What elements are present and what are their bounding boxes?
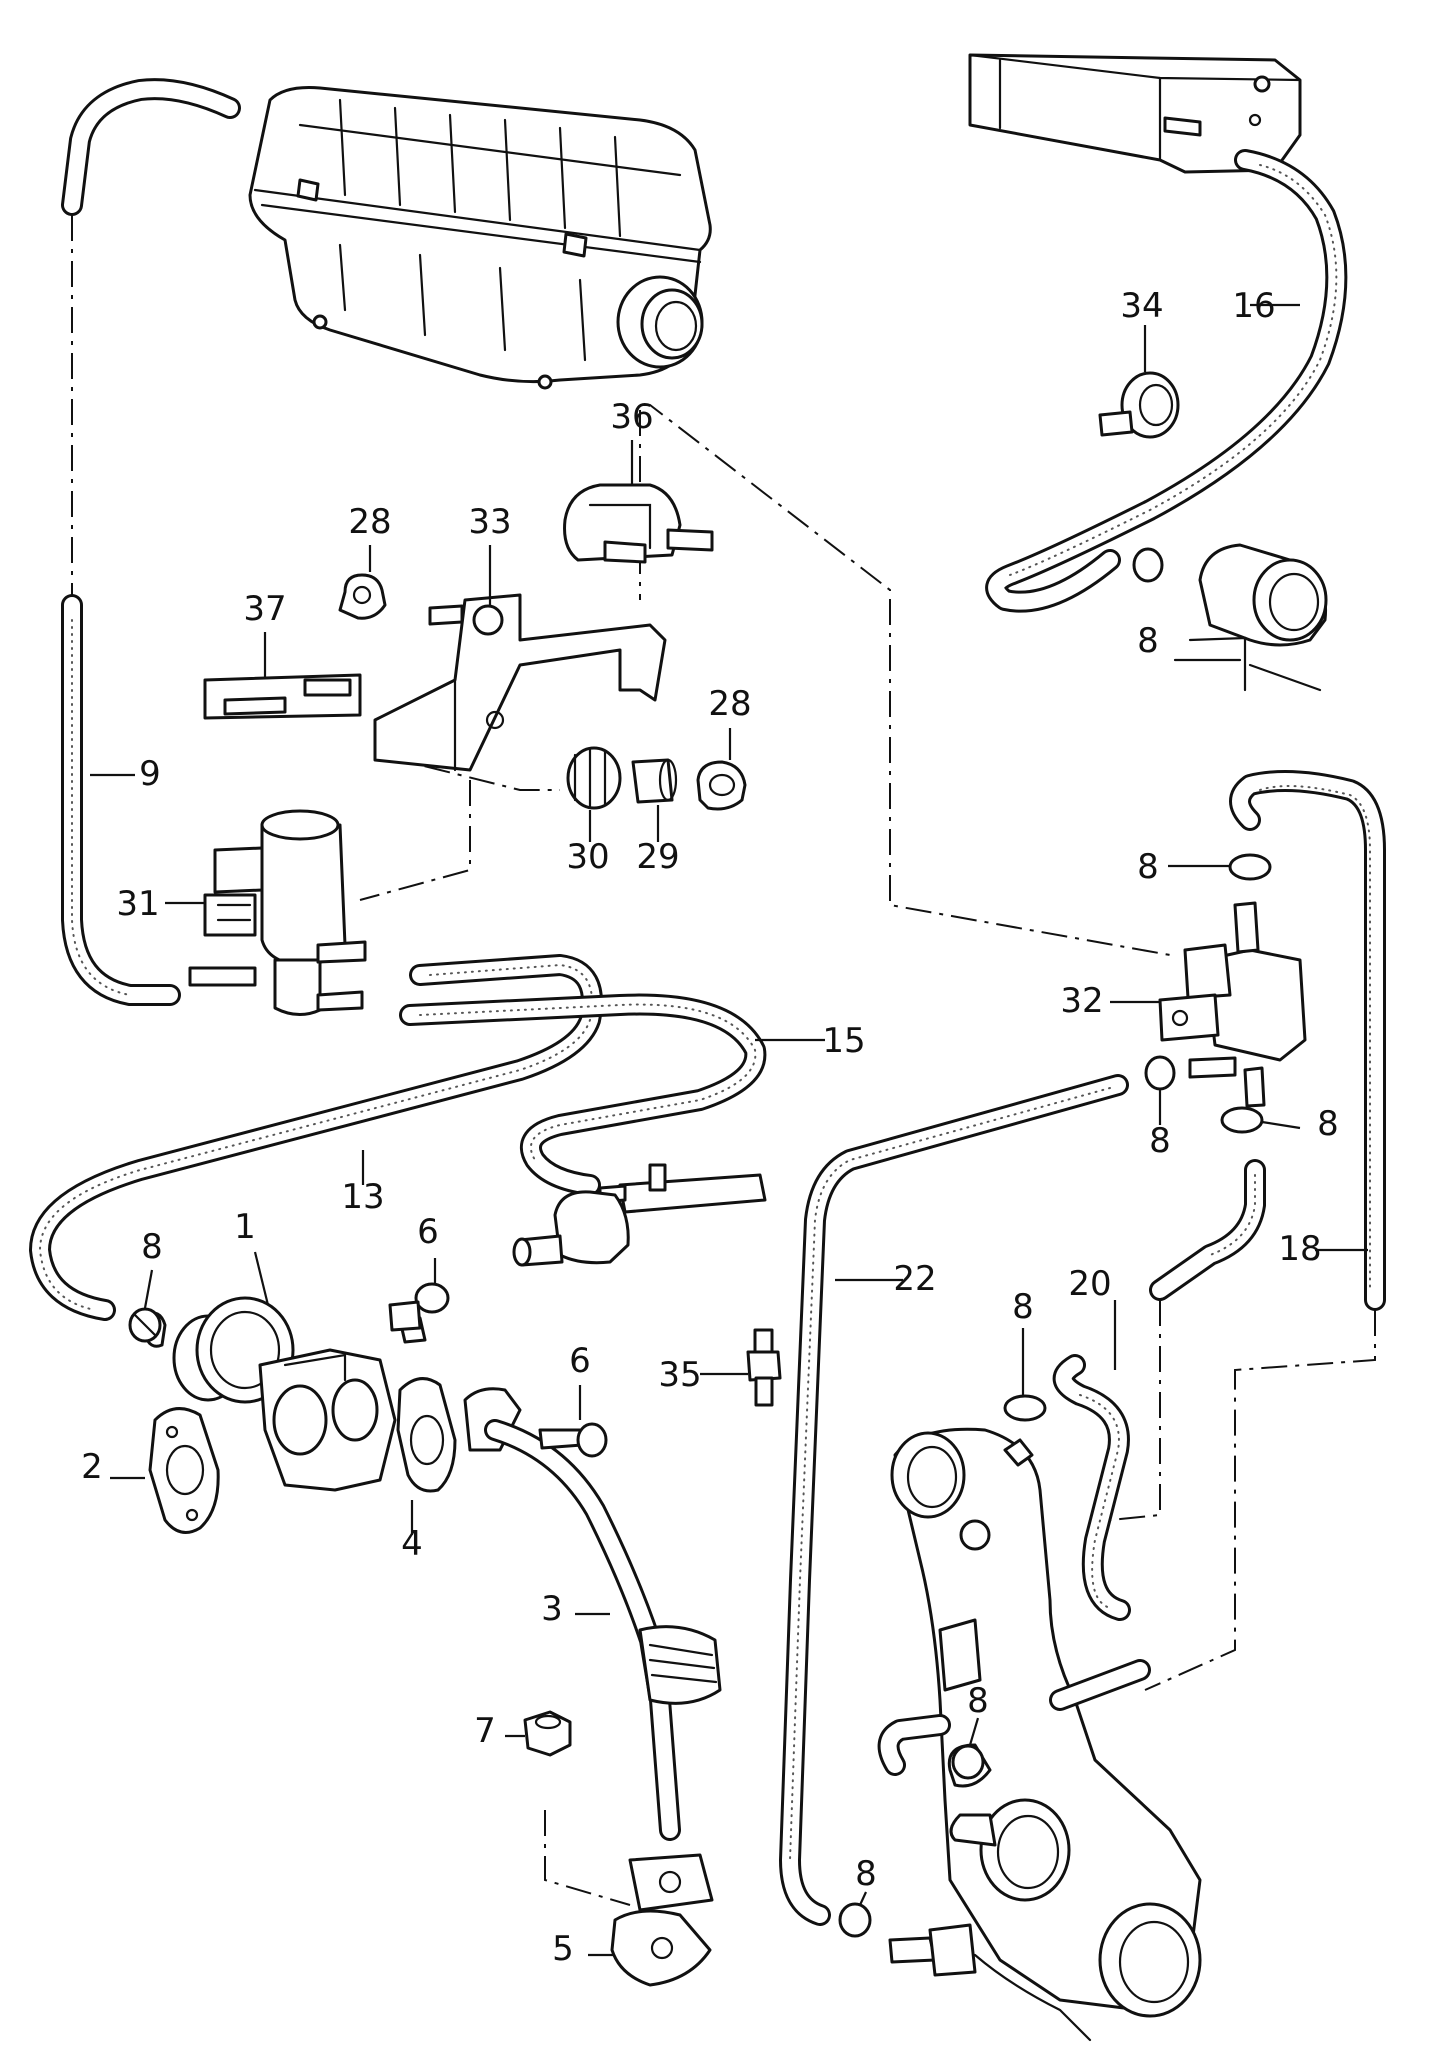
callout-c8f: 8	[1012, 1287, 1034, 1327]
part-32-valve	[1158, 901, 1307, 1108]
callout-c34: 34	[1120, 286, 1163, 326]
t-connector	[512, 1163, 767, 1267]
hose-16	[985, 149, 1348, 613]
callout-c8g: 8	[967, 1681, 989, 1721]
callout-c5: 5	[552, 1929, 574, 1969]
part-37-plate	[203, 673, 362, 720]
clamps-8-lower	[838, 1394, 1047, 1938]
part-36-bracket	[563, 483, 714, 564]
hose-15	[399, 993, 767, 1196]
callout-c33: 33	[468, 502, 511, 542]
callout-c4: 4	[401, 1524, 423, 1564]
clamp-8-egr	[128, 1307, 162, 1343]
part-28-bolts	[338, 573, 747, 811]
part-30-bushing	[566, 746, 622, 810]
leader-lines	[90, 303, 1368, 1957]
callout-c3: 3	[541, 1589, 563, 1629]
part-3-egr-pipe	[463, 1387, 722, 1912]
callout-c37: 37	[243, 589, 286, 629]
callout-c8c: 8	[1137, 847, 1159, 887]
air-filter-housing	[248, 86, 712, 390]
part-35-connector	[746, 1328, 782, 1407]
hose-18	[1229, 770, 1386, 1311]
part-5-gasket	[610, 1909, 712, 1987]
callout-c29: 29	[636, 837, 679, 877]
callout-c28a: 28	[348, 502, 391, 542]
callout-c8d: 8	[1149, 1121, 1171, 1161]
callout-c32: 32	[1060, 981, 1103, 1021]
callout-c20: 20	[1068, 1264, 1111, 1304]
hose-13	[29, 954, 603, 1321]
callout-c8e: 8	[1317, 1104, 1339, 1144]
part-34-valve	[1098, 371, 1180, 439]
callout-c22: 22	[893, 1259, 936, 1299]
callout-c1: 1	[234, 1207, 256, 1247]
clamps-8-valve	[1144, 853, 1272, 1134]
callout-c15: 15	[822, 1021, 865, 1061]
part-7-nut	[523, 1710, 572, 1757]
callout-c36: 36	[610, 397, 653, 437]
callout-c2: 2	[81, 1447, 103, 1487]
callout-c8h: 8	[855, 1854, 877, 1894]
part-2-gasket	[148, 1407, 220, 1534]
intake-pipe-assembly	[877, 1427, 1202, 2042]
part-31-solenoid	[188, 809, 367, 1016]
hose-9	[61, 78, 241, 1006]
egr-flange-block	[258, 1348, 397, 1492]
part-29-sleeve	[631, 758, 678, 804]
callout-c35: 35	[658, 1355, 701, 1395]
callout-c7: 7	[474, 1711, 496, 1751]
part-33-bracket	[373, 593, 667, 772]
callout-c6b: 6	[569, 1341, 591, 1381]
callout-c9: 9	[139, 754, 161, 794]
callout-c8a: 8	[141, 1227, 163, 1267]
callout-c13: 13	[341, 1177, 384, 1217]
callout-c8b: 8	[1137, 621, 1159, 661]
callout-c6a: 6	[417, 1212, 439, 1252]
callout-c16: 16	[1232, 286, 1275, 326]
hose-22	[779, 1074, 1129, 1926]
dashed-reference-lines	[71, 215, 1376, 1906]
callout-c31: 31	[116, 884, 159, 924]
callout-c18: 18	[1278, 1229, 1321, 1269]
part-6-bolt-lower	[538, 1422, 608, 1458]
hose-20	[1052, 1159, 1266, 1621]
part-6-bolt-upper	[388, 1282, 450, 1344]
part-4-gasket	[396, 1377, 457, 1493]
callout-c30: 30	[566, 837, 609, 877]
callout-c28b: 28	[708, 684, 751, 724]
intake-elbow	[1132, 543, 1328, 692]
